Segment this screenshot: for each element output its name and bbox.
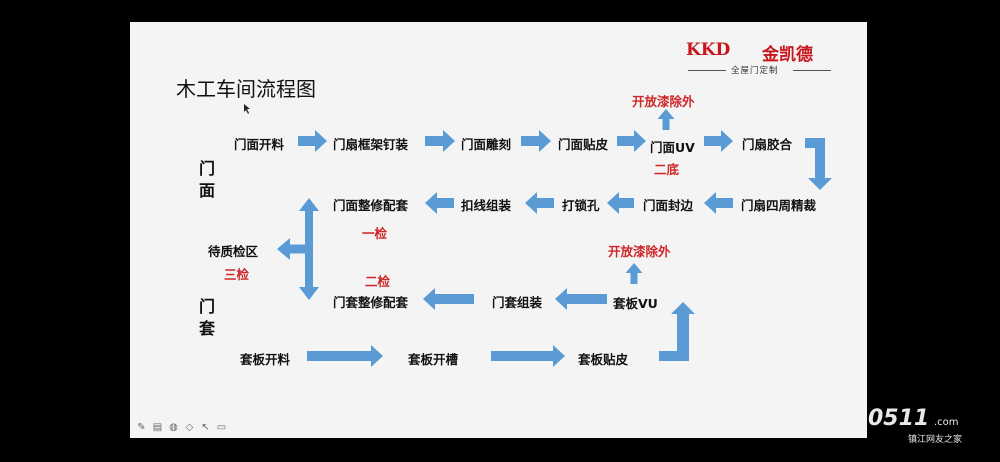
watermark-site: 镇江网友之家 [908, 435, 963, 445]
section-door-frame: 门 套 [199, 297, 216, 338]
note-er-di: 二底 [654, 162, 680, 177]
presentation-toolbar: ✎ ▤ ◍ ◇ ↖ ▭ [136, 422, 227, 433]
arrow-diao-ke-to-tie-pi [521, 130, 551, 152]
mouse-cursor-icon [244, 104, 250, 114]
arrow-to-zhi-jian [277, 238, 309, 260]
note-yi-jian: 一检 [362, 226, 388, 241]
pointer-icon[interactable]: ↖ [201, 422, 210, 433]
node-men-shan-jiao-he: 门扇胶合 [742, 137, 793, 152]
node-men-shan-kuang-jia: 门扇框架钉装 [333, 137, 409, 152]
watermark-domain: .com [934, 417, 959, 428]
pen-icon[interactable]: ✎ [137, 422, 146, 433]
logo-divider-right [793, 70, 831, 71]
node-da-suo-kong: 打锁孔 [562, 198, 600, 213]
palette-icon[interactable]: ◍ [169, 422, 178, 433]
node-tao-ban-kai-liao: 套板开料 [240, 352, 291, 367]
node-men-tao-zu-zhuang: 门套组装 [492, 295, 543, 310]
slide [130, 22, 867, 438]
note-er-jian: 二检 [365, 274, 391, 289]
section-door-face: 门 面 [199, 159, 216, 200]
watermark-number: 0511 [868, 406, 930, 431]
node-kou-xian-zu-zhuang: 扣线组装 [461, 198, 512, 213]
node-tao-ban-vu: 套板VU [613, 296, 658, 311]
note-kai-fang-qi-2: 开放漆除外 [608, 244, 671, 259]
arrow-tie-pi-to-uv [617, 130, 646, 152]
arrow-kuang-jia-to-diao-ke [425, 130, 455, 152]
eraser-icon[interactable]: ◇ [185, 422, 194, 433]
logo-divider-left [688, 70, 726, 71]
note-kai-fang-qi-1: 开放漆除外 [632, 94, 695, 109]
arrow-kai-liao-to-kuang-jia [298, 130, 327, 152]
node-men-shan-si-zhou: 门扇四周精裁 [741, 198, 817, 213]
node-dai-zhi-jian-qu: 待质检区 [208, 244, 259, 259]
node-men-mian-uv: 门面UV [650, 140, 695, 155]
arrow-jiao-he-down [805, 138, 832, 190]
arrow-zu-zhuang-to-zheng-xiu [423, 288, 474, 310]
logo-tagline: 全屋门定制 [731, 66, 779, 76]
node-men-tao-zheng-xiu: 门套整修配套 [333, 295, 409, 310]
arrow-uv-to-jiao-he [704, 130, 733, 152]
logo-brand-cn: 金凯德 [762, 45, 813, 65]
arrow-suo-kong-to-kou-xian [525, 192, 554, 214]
arrow-kai-cao-to-tie-pi [491, 345, 565, 367]
arrow-vu-to-zu-zhuang [555, 288, 607, 310]
node-men-mian-tie-pi: 门面贴皮 [558, 137, 609, 152]
camera-icon[interactable]: ▭ [216, 422, 227, 433]
slides-icon[interactable]: ▤ [152, 422, 163, 433]
arrow-uv-up-note [657, 109, 675, 130]
node-men-mian-kai-liao: 门面开料 [234, 137, 285, 152]
arrow-si-zhou-to-feng-bian [704, 192, 733, 214]
arrow-vu-up-note [625, 263, 643, 284]
node-men-mian-diao-ke: 门面雕刻 [461, 137, 512, 152]
note-san-jian: 三检 [224, 267, 250, 282]
arrow-tie-pi-up [659, 302, 695, 361]
node-tao-ban-tie-pi: 套板贴皮 [578, 352, 629, 367]
arrow-feng-bian-to-suo-kong [607, 192, 634, 214]
node-men-mian-feng-bian: 门面封边 [643, 198, 694, 213]
logo-brand: KKD [686, 40, 731, 60]
node-tao-ban-kai-cao: 套板开槽 [408, 352, 459, 367]
arrow-kai-liao-to-kai-cao [307, 345, 383, 367]
node-men-mian-zheng-xiu: 门面整修配套 [333, 198, 409, 213]
arrow-kou-xian-to-zheng-xiu [425, 192, 454, 214]
page-title: 木工车间流程图 [176, 77, 316, 101]
